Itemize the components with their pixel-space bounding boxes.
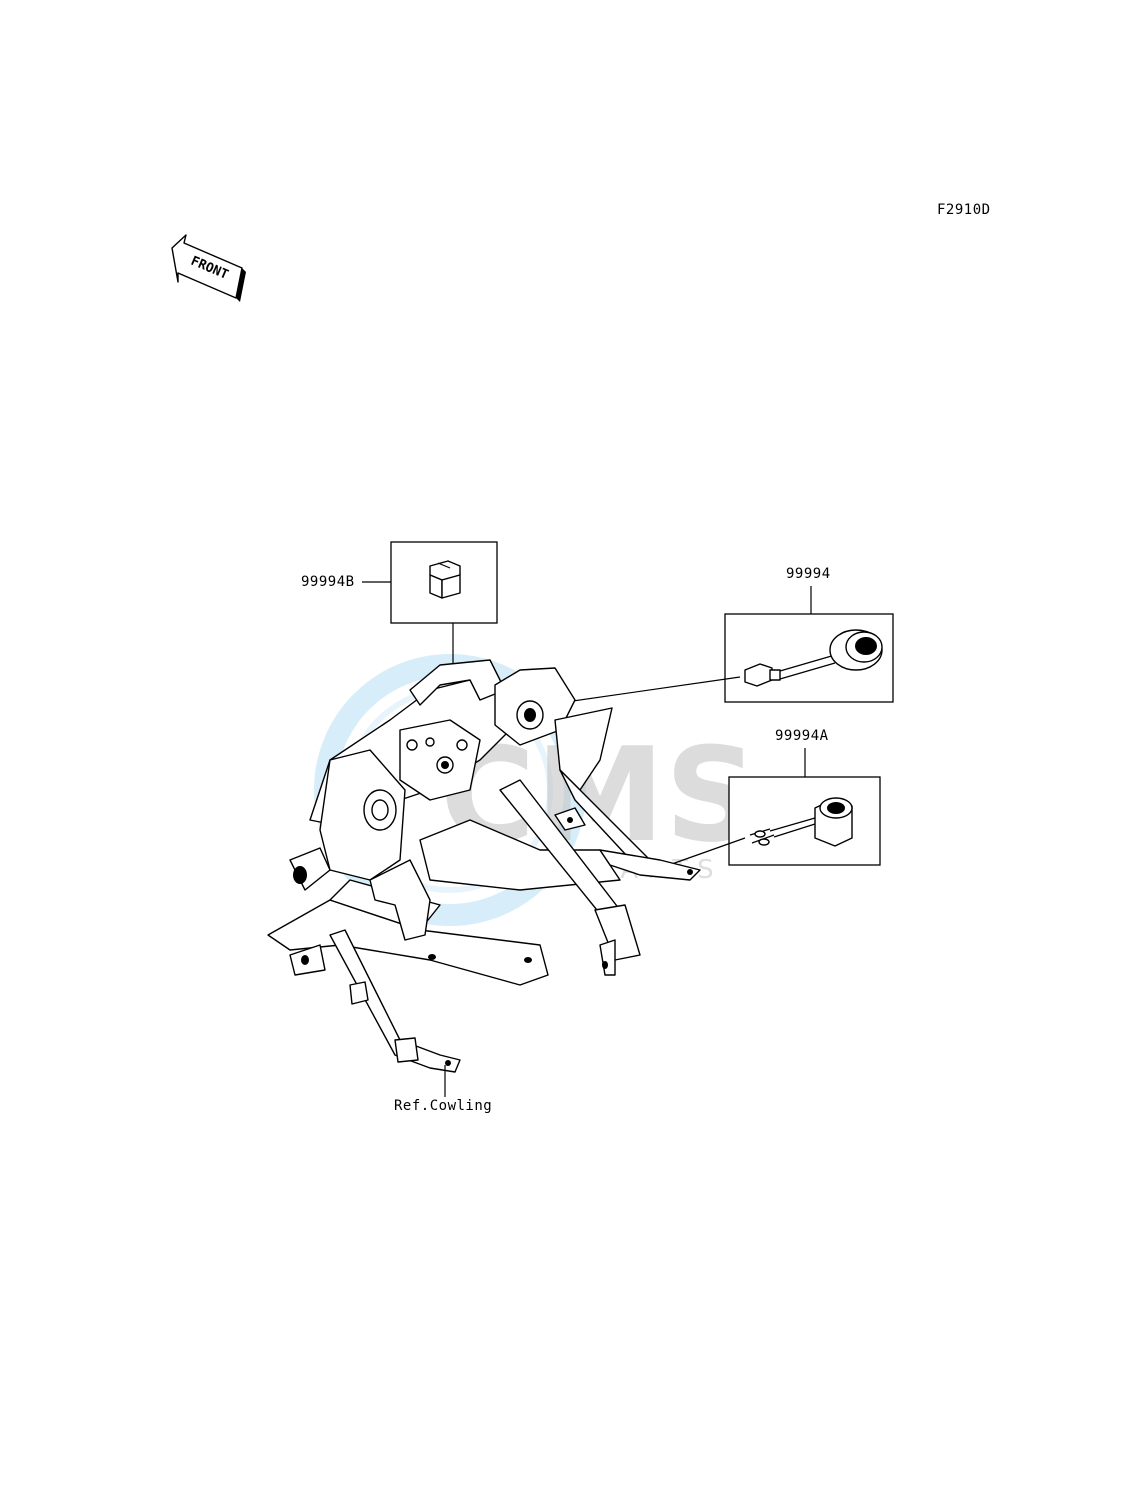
front-arrow-icon: FRONT [171, 234, 246, 302]
meter-bracket-assembly [267, 659, 701, 1073]
callout-box-99994a [654, 748, 881, 871]
ref-cowling-label: Ref.Cowling [394, 1098, 493, 1114]
usb-socket-icon [749, 797, 853, 847]
power-socket-icon [744, 629, 883, 687]
callout-label-99994b: 99994B [301, 574, 355, 590]
callout-box-99994b [362, 541, 498, 690]
callout-box-99994 [544, 586, 894, 706]
figure-code: F2910D [937, 202, 991, 218]
callout-label-99994: 99994 [786, 566, 831, 582]
callout-label-99994a: 99994A [775, 728, 829, 744]
connector-icon [429, 560, 461, 599]
